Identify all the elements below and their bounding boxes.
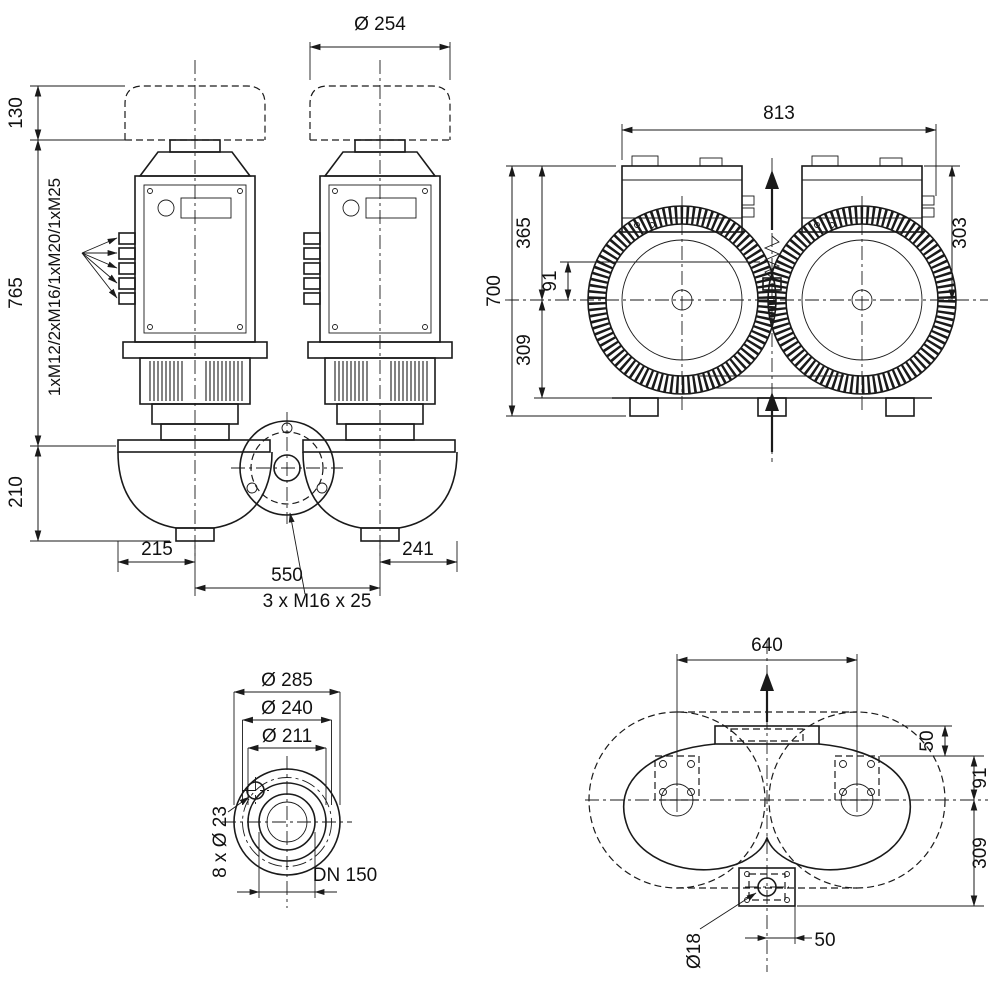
dim-label-50-bottom: 50 bbox=[814, 930, 835, 951]
dim-label-dia285: Ø 285 bbox=[261, 670, 313, 691]
dim-label-309: 309 bbox=[514, 334, 535, 366]
flow-arrow-top bbox=[765, 170, 779, 230]
motor-unit-right bbox=[303, 59, 453, 557]
flange-view: Ø 285 Ø 240 Ø 211 8 x Ø 23 DN 150 bbox=[210, 670, 377, 908]
motor-circle-right bbox=[768, 196, 956, 410]
dim-813: 813 bbox=[621, 103, 937, 196]
bolt-holes-callout: 8 x Ø 23 bbox=[210, 796, 250, 878]
dim-label-210: 210 bbox=[6, 476, 27, 508]
dim-label-700: 700 bbox=[484, 275, 505, 307]
dim-label-309-top: 309 bbox=[970, 837, 991, 869]
dim-label-91: 91 bbox=[540, 270, 561, 291]
label-dn150: DN 150 bbox=[313, 865, 377, 886]
label-8xdia23: 8 x Ø 23 bbox=[210, 806, 231, 878]
dim-label-215: 215 bbox=[141, 539, 173, 560]
flow-arrow-topview bbox=[760, 672, 774, 722]
connection-flange bbox=[231, 412, 343, 524]
bolt-hole bbox=[242, 777, 269, 804]
dim-left-heights: 130 765 210 bbox=[6, 85, 170, 542]
dim-top-right: 50 91 309 bbox=[797, 725, 991, 907]
label-flange-bolts: 3 x M16 x 25 bbox=[263, 591, 372, 612]
dim-label-303: 303 bbox=[950, 217, 971, 249]
side-view: 813 700 365 91 309 303 bbox=[484, 103, 988, 462]
dim-label-365: 365 bbox=[514, 217, 535, 249]
dim-640: 640 bbox=[676, 635, 858, 786]
top-view: 640 50 91 309 Ø18 50 bbox=[585, 635, 991, 972]
dim-bottom-hole: Ø18 50 bbox=[684, 892, 836, 969]
pump-casing bbox=[117, 439, 458, 542]
dim-label-dia254: Ø 254 bbox=[354, 14, 406, 35]
dim-label-813: 813 bbox=[763, 103, 795, 124]
dim-side-left: 700 365 91 309 bbox=[484, 165, 626, 417]
front-view: Ø 254 130 765 210 1xM12/2xM16/1xM20/1xM2… bbox=[6, 14, 458, 612]
dim-label-130: 130 bbox=[6, 97, 27, 129]
dim-label-640: 640 bbox=[751, 635, 783, 656]
volute-outline bbox=[622, 725, 912, 871]
motor-unit-left bbox=[118, 59, 268, 557]
dim-label-550: 550 bbox=[271, 565, 303, 586]
dim-dn150: DN 150 bbox=[237, 832, 377, 898]
center-coupling bbox=[560, 235, 782, 291]
dim-label-765: 765 bbox=[6, 277, 27, 309]
dim-label-241: 241 bbox=[402, 539, 434, 560]
dim-label-50-top: 50 bbox=[917, 730, 938, 751]
flange-bolt-callout: 3 x M16 x 25 bbox=[263, 512, 372, 612]
dim-bottom-widths: 215 241 550 bbox=[117, 539, 458, 596]
dim-label-dia240: Ø 240 bbox=[261, 698, 313, 719]
dim-dia-254: Ø 254 bbox=[309, 14, 451, 80]
flow-arrow-bottom bbox=[765, 392, 779, 452]
dim-label-91-top: 91 bbox=[970, 767, 991, 788]
bottom-port-flange bbox=[738, 867, 796, 907]
dim-label-dia18: Ø18 bbox=[684, 933, 705, 969]
dim-303: 303 bbox=[924, 165, 971, 301]
dim-flange-diameters: Ø 285 Ø 240 Ø 211 bbox=[233, 670, 341, 805]
label-cable-glands: 1xM12/2xM16/1xM20/1xM25 bbox=[45, 178, 64, 396]
dim-label-dia211: Ø 211 bbox=[262, 726, 312, 747]
cable-gland-callout: 1xM12/2xM16/1xM20/1xM25 bbox=[45, 178, 118, 396]
motor-circle-left bbox=[588, 196, 776, 410]
base-plate bbox=[612, 375, 932, 417]
